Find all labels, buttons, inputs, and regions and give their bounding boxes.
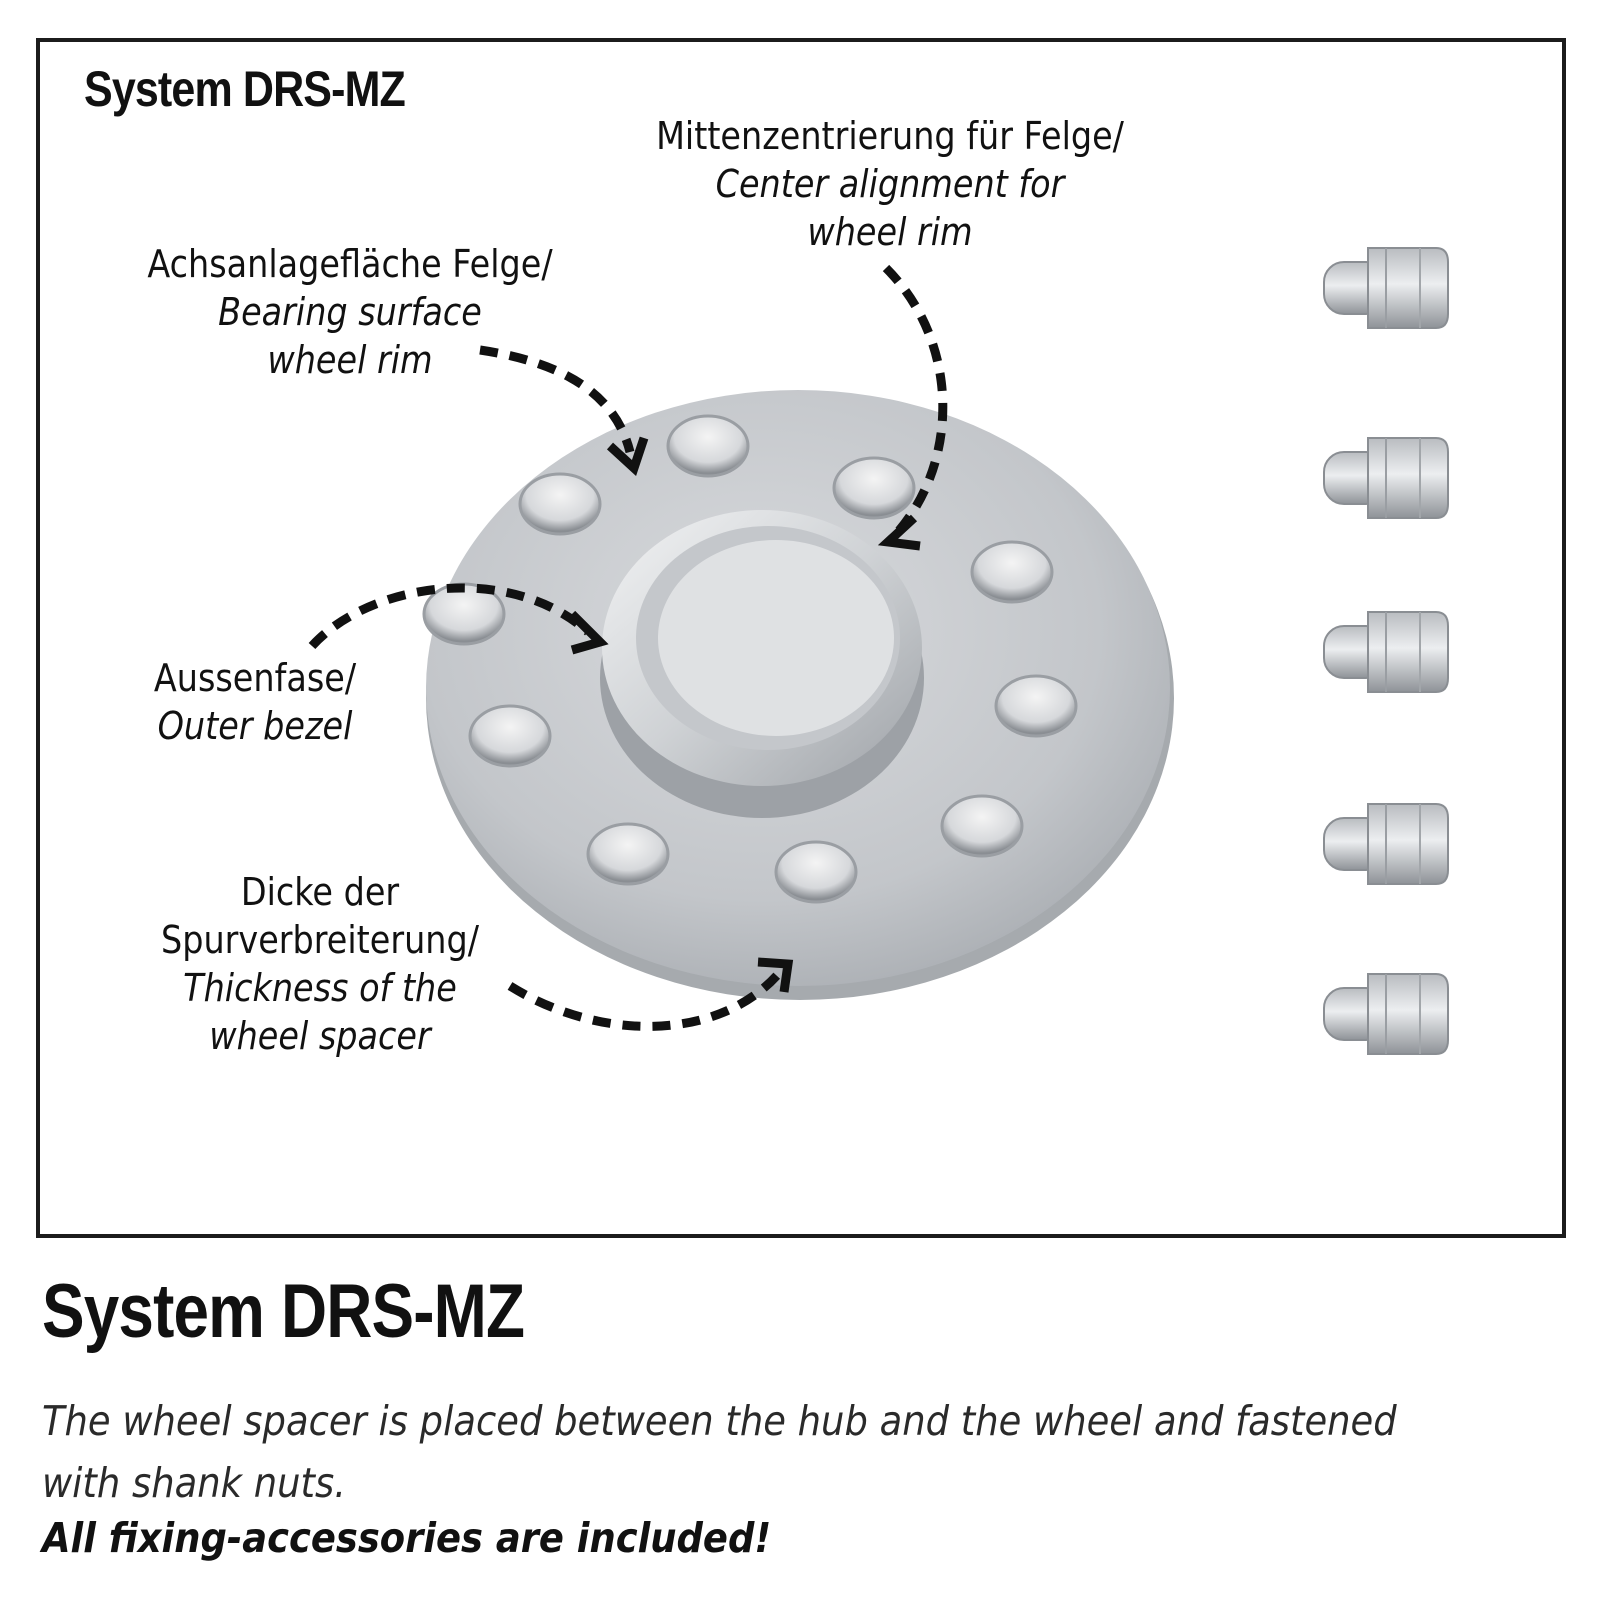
callout-bearing-surface-en-2: wheel rim xyxy=(267,338,433,382)
callout-center-alignment-en-1: Center alignment for xyxy=(715,162,1065,206)
section-title: System DRS-MZ xyxy=(42,1269,525,1354)
callout-outer-bezel-en: Outer bezel xyxy=(157,704,353,748)
callout-thickness-de-1: Dicke der xyxy=(240,870,400,914)
arrow-heads xyxy=(568,436,921,993)
callout-center-alignment-de: Mittenzentrierung für Felge/ xyxy=(656,114,1124,158)
shank-nut-icon xyxy=(1323,973,1449,1055)
callout-thickness-en-2: wheel spacer xyxy=(209,1014,431,1058)
callout-bearing-surface-de: Achsanlagefläche Felge/ xyxy=(147,242,553,286)
bolt-hole xyxy=(832,456,916,520)
shank-nut-icon xyxy=(1323,803,1449,885)
shank-nut-icon xyxy=(1323,611,1449,693)
bolt-hole xyxy=(970,540,1054,604)
bolt-hole xyxy=(774,840,858,904)
bolt-hole xyxy=(994,674,1078,738)
diagram-frame: System DRS-MZ xyxy=(36,38,1566,1238)
callout-bearing-surface-en-1: Bearing surface xyxy=(218,290,482,334)
callout-thickness-en-1: Thickness of the xyxy=(183,966,457,1010)
description-text: The wheel spacer is placed between the h… xyxy=(42,1397,1397,1507)
callout-outer-bezel: Aussenfase/ Outer bezel xyxy=(127,654,382,750)
bolt-hole xyxy=(468,704,552,768)
shank-nuts xyxy=(1323,247,1449,1055)
bolt-hole xyxy=(518,472,602,536)
callout-thickness: Dicke der Spurverbreiterung/ Thickness o… xyxy=(144,868,496,1060)
callout-thickness-de-2: Spurverbreiterung/ xyxy=(161,918,479,962)
bolt-hole xyxy=(940,794,1024,858)
arrow-outer-bezel xyxy=(308,583,592,650)
frame-title: System DRS-MZ xyxy=(84,61,406,117)
shank-nut-icon xyxy=(1323,437,1449,519)
arrow-head xyxy=(568,610,609,655)
arrow-head xyxy=(877,514,921,551)
callout-arrows xyxy=(308,264,948,1031)
arrow-head xyxy=(757,957,794,993)
wheel-spacer xyxy=(422,390,1174,1000)
bolt-holes xyxy=(422,414,1078,904)
included-note: All fixing-accessories are included! xyxy=(42,1514,772,1562)
callout-center-alignment-en-2: wheel rim xyxy=(807,210,973,254)
center-hub-ring xyxy=(600,510,924,818)
bolt-hole xyxy=(666,414,750,478)
arrow-head xyxy=(606,436,649,477)
arrow-center-alignment xyxy=(882,264,948,537)
callout-center-alignment: Mittenzentrierung für Felge/ Center alig… xyxy=(635,112,1145,256)
arrow-bearing-surface xyxy=(479,345,635,454)
shank-nut-icon xyxy=(1323,247,1449,329)
diagram-artwork xyxy=(308,247,1449,1055)
arrow-thickness xyxy=(507,969,784,1031)
callout-outer-bezel-de: Aussenfase/ xyxy=(153,656,357,700)
callout-bearing-surface: Achsanlagefläche Felge/ Bearing surface … xyxy=(112,240,587,384)
bolt-hole xyxy=(586,822,670,886)
